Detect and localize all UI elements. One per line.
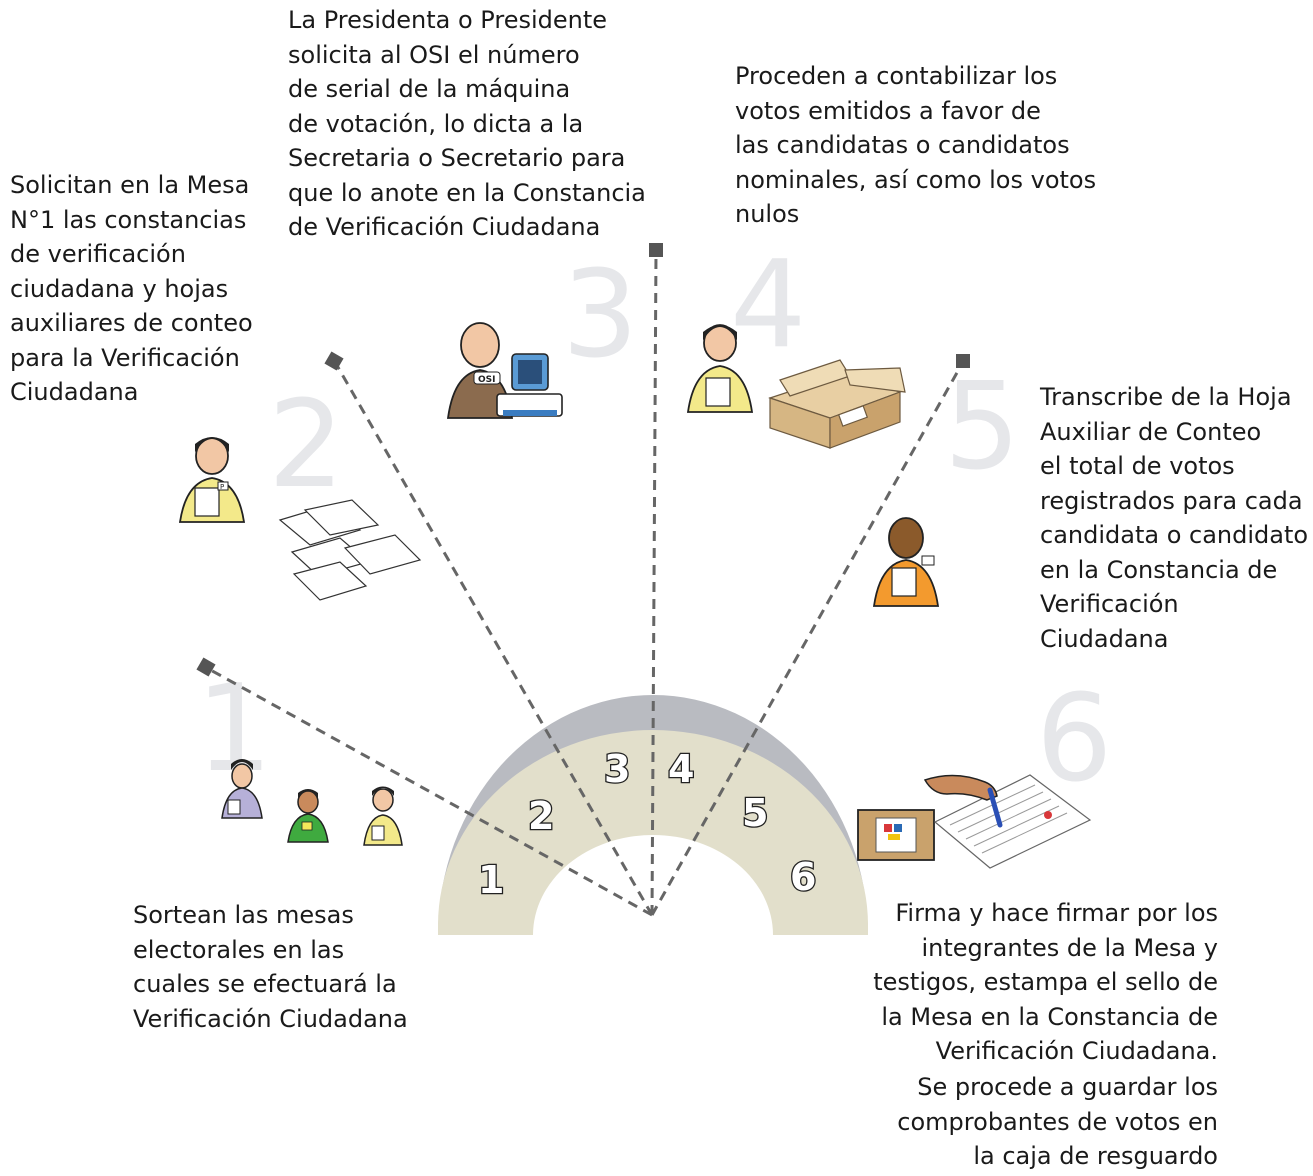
step-5-description: Transcribe de la Hoja Auxiliar de Conteo… bbox=[1040, 383, 1309, 653]
arch-number-3: 3 bbox=[604, 747, 630, 791]
background-number-3: 3 bbox=[562, 246, 638, 385]
step-1-description: Sortean las mesas electorales en las cua… bbox=[133, 901, 408, 1033]
hand-with-pen-icon bbox=[923, 774, 1003, 828]
arch-hole bbox=[533, 835, 773, 935]
person-with-paper-icon: P bbox=[178, 437, 246, 523]
step-5-illustration bbox=[872, 517, 940, 607]
connector-line-5 bbox=[650, 361, 965, 916]
step-2-description: Solicitan en la Mesa N°1 las constancias… bbox=[10, 171, 253, 406]
person-lilac-icon bbox=[221, 759, 263, 819]
step-arch bbox=[438, 695, 868, 935]
step-6-illustration bbox=[857, 774, 1092, 869]
step-6-additional-description: Se procede a guardar los comprobantes de… bbox=[897, 1073, 1218, 1170]
connector-marker-1 bbox=[196, 657, 216, 677]
connector-marker-5 bbox=[956, 354, 970, 368]
arch-number-6: 6 bbox=[790, 855, 816, 899]
osi-badge-label: OSI bbox=[478, 375, 495, 385]
background-number-4: 4 bbox=[730, 236, 806, 375]
step-3-illustration: OSI bbox=[446, 322, 563, 419]
osi-operator-icon: OSI bbox=[446, 322, 514, 419]
step-4-illustration bbox=[686, 324, 906, 449]
background-number-2: 2 bbox=[268, 376, 344, 515]
connector-lines bbox=[206, 251, 965, 917]
voting-machine-icon bbox=[496, 353, 563, 417]
connector-marker-3 bbox=[649, 243, 663, 257]
connector-line-2 bbox=[333, 361, 654, 916]
badge-p-label: P bbox=[220, 483, 224, 491]
step-2-illustration: P bbox=[178, 437, 422, 601]
step-4-description: Proceden a contabilizar los votos emitid… bbox=[735, 62, 1097, 228]
arch-number-4: 4 bbox=[668, 747, 694, 791]
stamp-seal-icon bbox=[857, 809, 935, 861]
person-counting-icon bbox=[686, 324, 754, 413]
person-yellow-icon bbox=[363, 786, 403, 846]
arch-inner-band bbox=[438, 730, 868, 935]
arch-number-2: 2 bbox=[528, 794, 554, 838]
person-green-icon bbox=[287, 789, 329, 843]
connector-line-3 bbox=[650, 251, 658, 916]
background-number-6: 6 bbox=[1036, 670, 1112, 809]
ballot-box-icon bbox=[768, 359, 906, 449]
document-sheets-icon bbox=[278, 499, 422, 601]
background-step-numbers: 1 2 3 4 5 6 bbox=[196, 236, 1112, 809]
step-6-description: Firma y hace firmar por los integrantes … bbox=[873, 899, 1218, 1065]
arch-step-numbers: 1 2 3 4 5 6 bbox=[477, 746, 818, 904]
background-number-5: 5 bbox=[944, 358, 1020, 497]
step-1-people-illustration bbox=[221, 759, 403, 846]
connector-marker-2 bbox=[324, 351, 344, 371]
arch-number-5: 5 bbox=[742, 791, 768, 835]
connector-end-markers bbox=[196, 243, 970, 677]
step-3-description: La Presidenta o Presidente solicita al O… bbox=[288, 6, 646, 241]
person-transcribing-icon bbox=[872, 517, 940, 607]
arch-number-1: 1 bbox=[478, 858, 504, 902]
